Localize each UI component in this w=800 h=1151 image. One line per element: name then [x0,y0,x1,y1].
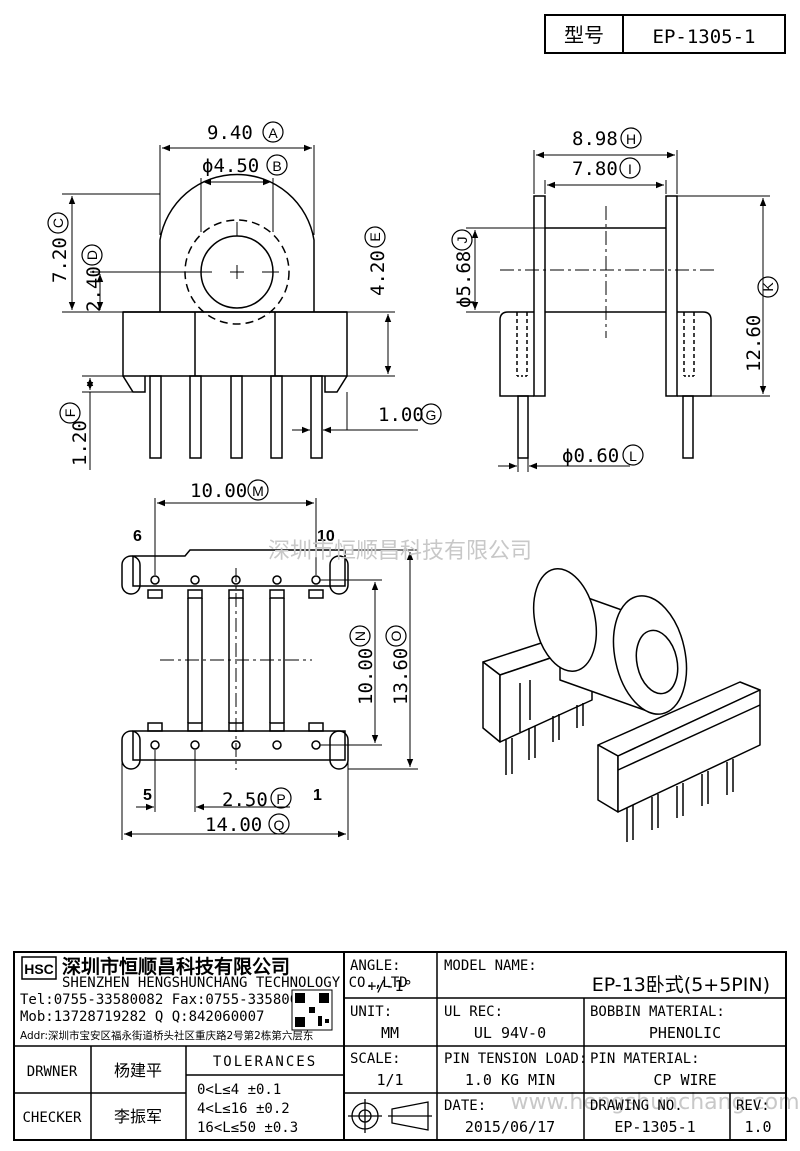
dim-b-letter: B [272,158,281,174]
rev-label: REV: [736,1098,770,1114]
svg-text:HSC: HSC [24,961,54,977]
date-label: DATE: [444,1098,486,1114]
pin-label-10: 10 [317,528,335,545]
company-mob: Mob:13728719282 Q Q:842060007 [20,1009,264,1025]
tolerance-3: 16<L≤50 ±0.3 [197,1120,298,1136]
drawer-name: 杨建平 [114,1061,162,1080]
dim-i-value: 7.80 [572,158,618,180]
dim-n-letter: N [352,631,368,641]
ul-rec-value: UL 94V-0 [474,1024,546,1042]
title-block [13,951,787,1141]
dim-a-letter: A [268,125,278,141]
company-tel: Tel:0755-33580082 Fax:0755-33580083 [20,992,315,1008]
dim-j-value: ϕ5.68 [453,251,475,308]
unit-value: MM [381,1024,399,1042]
scale-label: SCALE: [350,1051,401,1067]
pin-label-5: 5 [143,787,152,804]
tolerances-title: TOLERANCES [213,1054,317,1070]
dim-f-value: 1.20 [69,420,91,466]
bobbin-material-value: PHENOLIC [649,1024,721,1042]
pin-label-6: 6 [133,528,142,545]
front-view [122,173,348,459]
company-address: Addr:深圳市宝安区福永街道桥头社区重庆路2号第2栋第六层东 [20,1029,313,1042]
pin-label-1: 1 [313,787,322,804]
dim-d-letter: D [84,250,100,260]
unit-label: UNIT: [350,1004,392,1020]
dim-e-value: 4.20 [367,250,389,296]
isometric-view [482,568,761,842]
type-label: 型号 [564,23,604,47]
dim-g-value: 1.00 [378,404,424,426]
scale-value: 1/1 [376,1071,403,1089]
dim-i-letter: I [628,161,632,177]
bottom-view-labels: 10.00 M 10.00 N 13.60 O 2.50 P 14.00 Q 6… [133,479,412,836]
bottom-view-dims [121,498,418,840]
dim-q-letter: Q [274,817,285,833]
dim-f-letter: F [62,409,78,418]
model-code: EP-1305-1 [653,26,756,48]
front-view-labels: 9.40 A ϕ4.50 B 7.20 C 2.40 D 4.20 E 1.20… [47,121,442,466]
bottom-view [121,549,349,770]
company-name-cn: 深圳市恒顺昌科技有限公司 [62,955,290,978]
front-view-dims [62,144,418,470]
dim-n-value: 10.00 [355,648,377,705]
pin-material-label: PIN MATERIAL: [590,1051,700,1067]
rev-value: 1.0 [744,1118,771,1136]
tolerance-2: 4<L≤16 ±0.2 [197,1101,290,1117]
side-view [499,195,715,459]
dim-l-value: ϕ0.60 [562,445,619,467]
dim-c-letter: C [50,218,66,228]
dim-l-letter: L [629,448,637,464]
header-box: 型号 EP-1305-1 [544,14,786,54]
title-block-text: HSC 深圳市恒顺昌科技有限公司 SHENZHEN HENGSHUNCHANG … [20,955,772,1136]
dim-o-value: 13.60 [390,648,412,705]
side-view-dims [466,150,770,472]
pin-tension-label: PIN TENSION LOAD: [444,1051,587,1067]
dim-b-value: ϕ4.50 [202,155,259,177]
watermark-company: 深圳市恒顺昌科技有限公司 [268,539,532,564]
dim-m-letter: M [252,483,264,499]
drawing-no-label: DRAWING NO. [590,1098,683,1114]
dim-o-letter: O [388,630,404,641]
projection-symbol-icon [348,1099,432,1133]
dim-k-letter: K [760,282,776,292]
dim-h-letter: H [626,131,636,147]
model-name-value: EP-13卧式(5+5PIN) [592,974,770,996]
dim-k-value: 12.60 [743,315,765,372]
date-value: 2015/06/17 [465,1118,555,1136]
dim-g-letter: G [426,407,437,423]
pin-tension-value: 1.0 KG MIN [465,1071,555,1089]
pin-material-value: CP WIRE [653,1071,716,1089]
drawing-no-value: EP-1305-1 [614,1118,695,1136]
tolerance-1: 0<L≤4 ±0.1 [197,1082,281,1098]
company-name-en: SHENZHEN HENGSHUNCHANG TECHNOLOGY CO.,LT… [62,975,408,991]
model-name-label: MODEL NAME: [444,958,537,974]
dim-e-letter: E [367,232,383,241]
dim-p-value: 2.50 [222,789,268,811]
watermark-url: www.hengshunchang.com [510,1090,799,1115]
dim-c-value: 7.20 [49,237,71,283]
drawer-label: DRWNER [27,1064,78,1080]
checker-label: CHECKER [22,1110,82,1126]
dim-m-value: 10.00 [190,480,247,502]
dim-h-value: 8.98 [572,128,618,150]
dim-p-letter: P [276,791,285,807]
company-logo: HSC [21,956,57,980]
qr-code-icon [291,989,333,1031]
ul-rec-label: UL REC: [444,1004,503,1020]
dim-a-value: 9.40 [207,122,253,144]
angle-label: ANGLE: [350,958,401,974]
dim-d-value: 2.40 [83,266,105,312]
dim-q-value: 14.00 [205,814,262,836]
bobbin-material-label: BOBBIN MATERIAL: [590,1004,725,1020]
checker-name: 李振军 [114,1107,162,1126]
angle-value: +/-1° [367,977,412,995]
side-view-labels: 8.98 H 7.80 I ϕ5.68 J 12.60 K ϕ0.60 L [451,127,779,467]
dim-j-letter: J [454,237,470,244]
